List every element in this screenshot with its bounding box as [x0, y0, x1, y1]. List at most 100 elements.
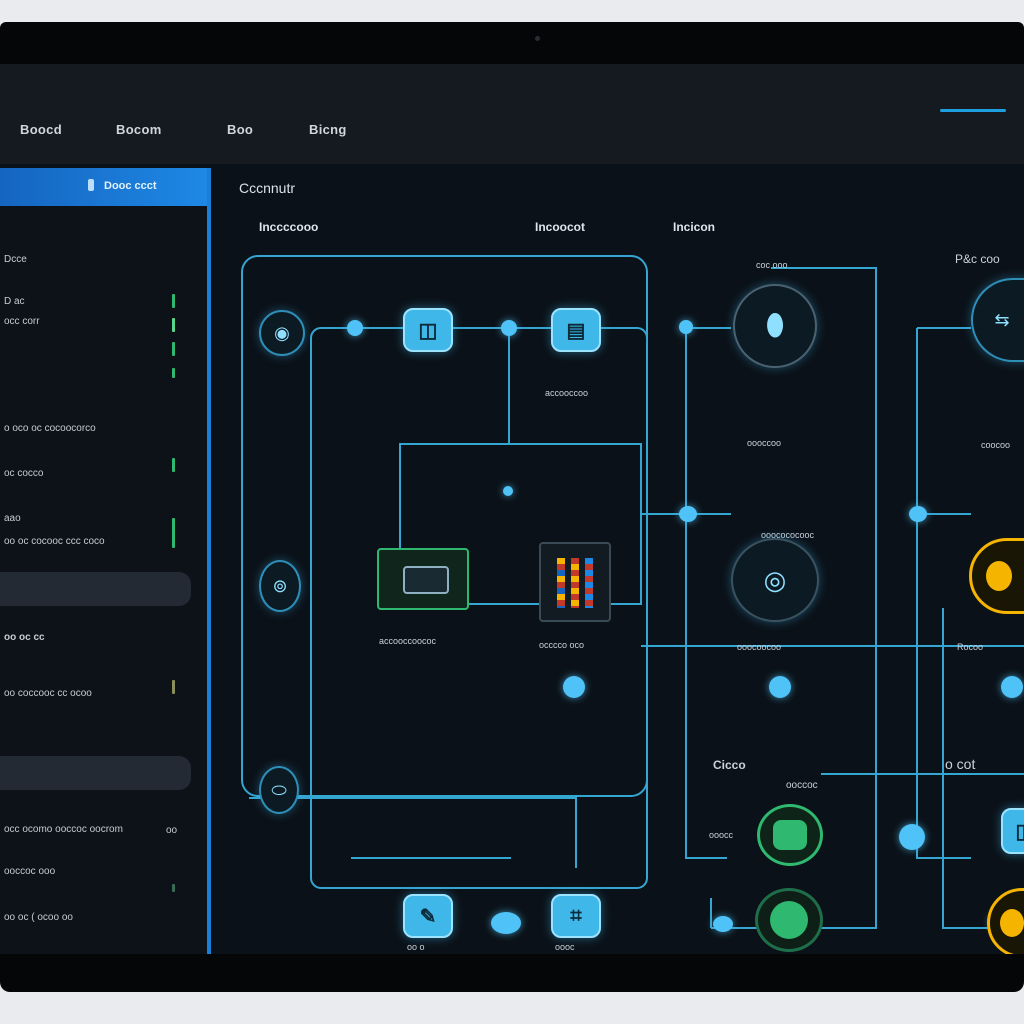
node-green-2[interactable] [755, 888, 823, 952]
section-title: o cot [945, 756, 976, 772]
node-label: oooc [555, 942, 575, 952]
menu-item-4[interactable]: Bicng [309, 122, 347, 137]
connector-dot[interactable] [899, 824, 925, 850]
connector-dot[interactable] [679, 506, 697, 522]
sidebar-row[interactable]: oo coccooc cc ocoo [4, 688, 92, 699]
sidebar-section-title: oo oc cc [4, 632, 45, 643]
canvas-title: Cccnnutr [239, 180, 296, 196]
disk-icon: ⬮ [765, 309, 785, 342]
column-label: Incoocot [535, 220, 585, 234]
connector-dot[interactable] [679, 320, 693, 334]
node-ring-1[interactable]: ⬮ [733, 284, 817, 368]
node-panel-dark[interactable] [539, 542, 611, 622]
document-icon: ▤ [566, 319, 586, 342]
app-screen: Boocd Bocom Boo Bicng Dooc ccct Dcce D a… [0, 64, 1024, 954]
node-label: accooccoo [545, 388, 589, 398]
node-tile-right[interactable]: ▯ [1001, 808, 1024, 854]
node-tile-4[interactable]: ⌗ [551, 894, 601, 938]
bar-icon [585, 558, 593, 608]
node-label: Rocoo [957, 642, 984, 652]
activity-spark [172, 294, 175, 308]
connector-dot[interactable] [347, 320, 363, 336]
node-label: occcco oco [539, 640, 585, 650]
node-label: accooccoococ [379, 636, 437, 646]
sidebar-row[interactable]: D ac [4, 296, 25, 307]
folder-icon [88, 179, 94, 191]
sidebar-section-button[interactable] [0, 756, 191, 790]
node-label: oo o [407, 942, 425, 952]
column-label: Incicon [673, 220, 716, 234]
node-tile-1[interactable]: ◫ [403, 308, 453, 352]
connector-dot[interactable] [909, 506, 927, 522]
sidebar-row[interactable]: Dcce [4, 254, 27, 265]
node-tile-2[interactable]: ▤ [551, 308, 601, 352]
connector-dot[interactable] [491, 912, 521, 934]
activity-spark [172, 368, 175, 378]
monitor-icon [403, 566, 449, 594]
sidebar-row[interactable]: oc cocco [4, 468, 44, 479]
sidebar-section-button[interactable] [0, 572, 191, 606]
sidebar-row[interactable]: oo oc ( ocoo oo [4, 912, 73, 923]
sidebar-row[interactable]: occ corr [4, 316, 40, 327]
node-green-1[interactable] [757, 804, 823, 866]
sidebar-header[interactable]: Dooc ccct [0, 168, 207, 206]
node-label: oooccoo [747, 438, 782, 448]
sidebar-header-label: Dooc ccct [104, 180, 157, 192]
sidebar-row[interactable]: oo oc cocooc ccc coco [4, 536, 105, 547]
connector-dot[interactable] [769, 676, 791, 698]
menu-item-3[interactable]: Boo [227, 122, 254, 137]
node-left-2[interactable]: ⊚ [259, 560, 301, 612]
target-icon: ◉ [274, 322, 290, 343]
node-caption: ooccoc [786, 780, 818, 791]
sidebar-row[interactable]: o oco oc cocoocorco [4, 423, 96, 434]
wire-path [916, 328, 971, 859]
link-icon: ⇆ [994, 309, 1010, 330]
node-panel-green[interactable] [377, 548, 469, 610]
node-caption: coc ooo [756, 260, 788, 270]
top-menu-bar: Boocd Bocom Boo Bicng [0, 64, 1024, 164]
tag-icon: ⌗ [570, 904, 582, 927]
spiral-icon: ◎ [763, 564, 787, 595]
node-ring-2[interactable]: ◎ [731, 538, 819, 622]
connector-dot[interactable] [563, 676, 585, 698]
workflow-canvas[interactable]: Cccnnutr Inccccooo Incoocot Incicon [211, 168, 1024, 954]
connector-dot[interactable] [503, 486, 513, 496]
edit-icon: ✎ [419, 905, 437, 928]
node-label: ooocoocoo [737, 642, 782, 652]
chat-icon [773, 820, 807, 850]
section-title: Cicco [713, 758, 746, 772]
sidebar: Dooc ccct Dcce D ac occ corr o oco oc co… [0, 168, 211, 954]
activity-spark [172, 680, 175, 694]
status-icon [986, 561, 1012, 591]
menu-item-1[interactable]: Boocd [20, 122, 62, 137]
node-caption: ooocc [709, 830, 734, 840]
camera-dot [535, 36, 540, 41]
activity-spark [172, 458, 175, 472]
connector-dot[interactable] [501, 320, 517, 336]
sidebar-row[interactable]: occ ocomo ooccoc oocrom [4, 824, 123, 835]
menu-item-2[interactable]: Bocom [116, 122, 162, 137]
node-label: coocoo [981, 440, 1011, 450]
lock-icon: ⊚ [272, 575, 288, 596]
sidebar-row[interactable]: ooccoc ooo [4, 866, 56, 877]
activity-spark [172, 518, 175, 548]
activity-spark [172, 318, 175, 332]
bar-icon [571, 558, 579, 608]
file-icon: ▯ [1015, 820, 1024, 843]
node-amber-2[interactable] [987, 888, 1024, 954]
node-left-3[interactable]: ⬭ [259, 766, 299, 814]
node-amber-1[interactable] [969, 538, 1024, 614]
wire-path [249, 797, 577, 868]
node-caption: ooocococooc [761, 530, 815, 540]
node-tile-3[interactable]: ✎ [403, 894, 453, 938]
connector-dot[interactable] [713, 916, 733, 932]
sidebar-row[interactable]: aao [4, 513, 21, 524]
node-caption: P&c coo [955, 252, 1000, 266]
connector-dot[interactable] [1001, 676, 1023, 698]
shield-icon: ⬭ [271, 779, 287, 800]
app-icon: ◫ [418, 319, 438, 342]
column-label: Inccccooo [259, 220, 319, 234]
activity-spark [172, 342, 175, 356]
node-left-1[interactable]: ◉ [259, 310, 305, 356]
sidebar-tag: oo [166, 825, 178, 836]
